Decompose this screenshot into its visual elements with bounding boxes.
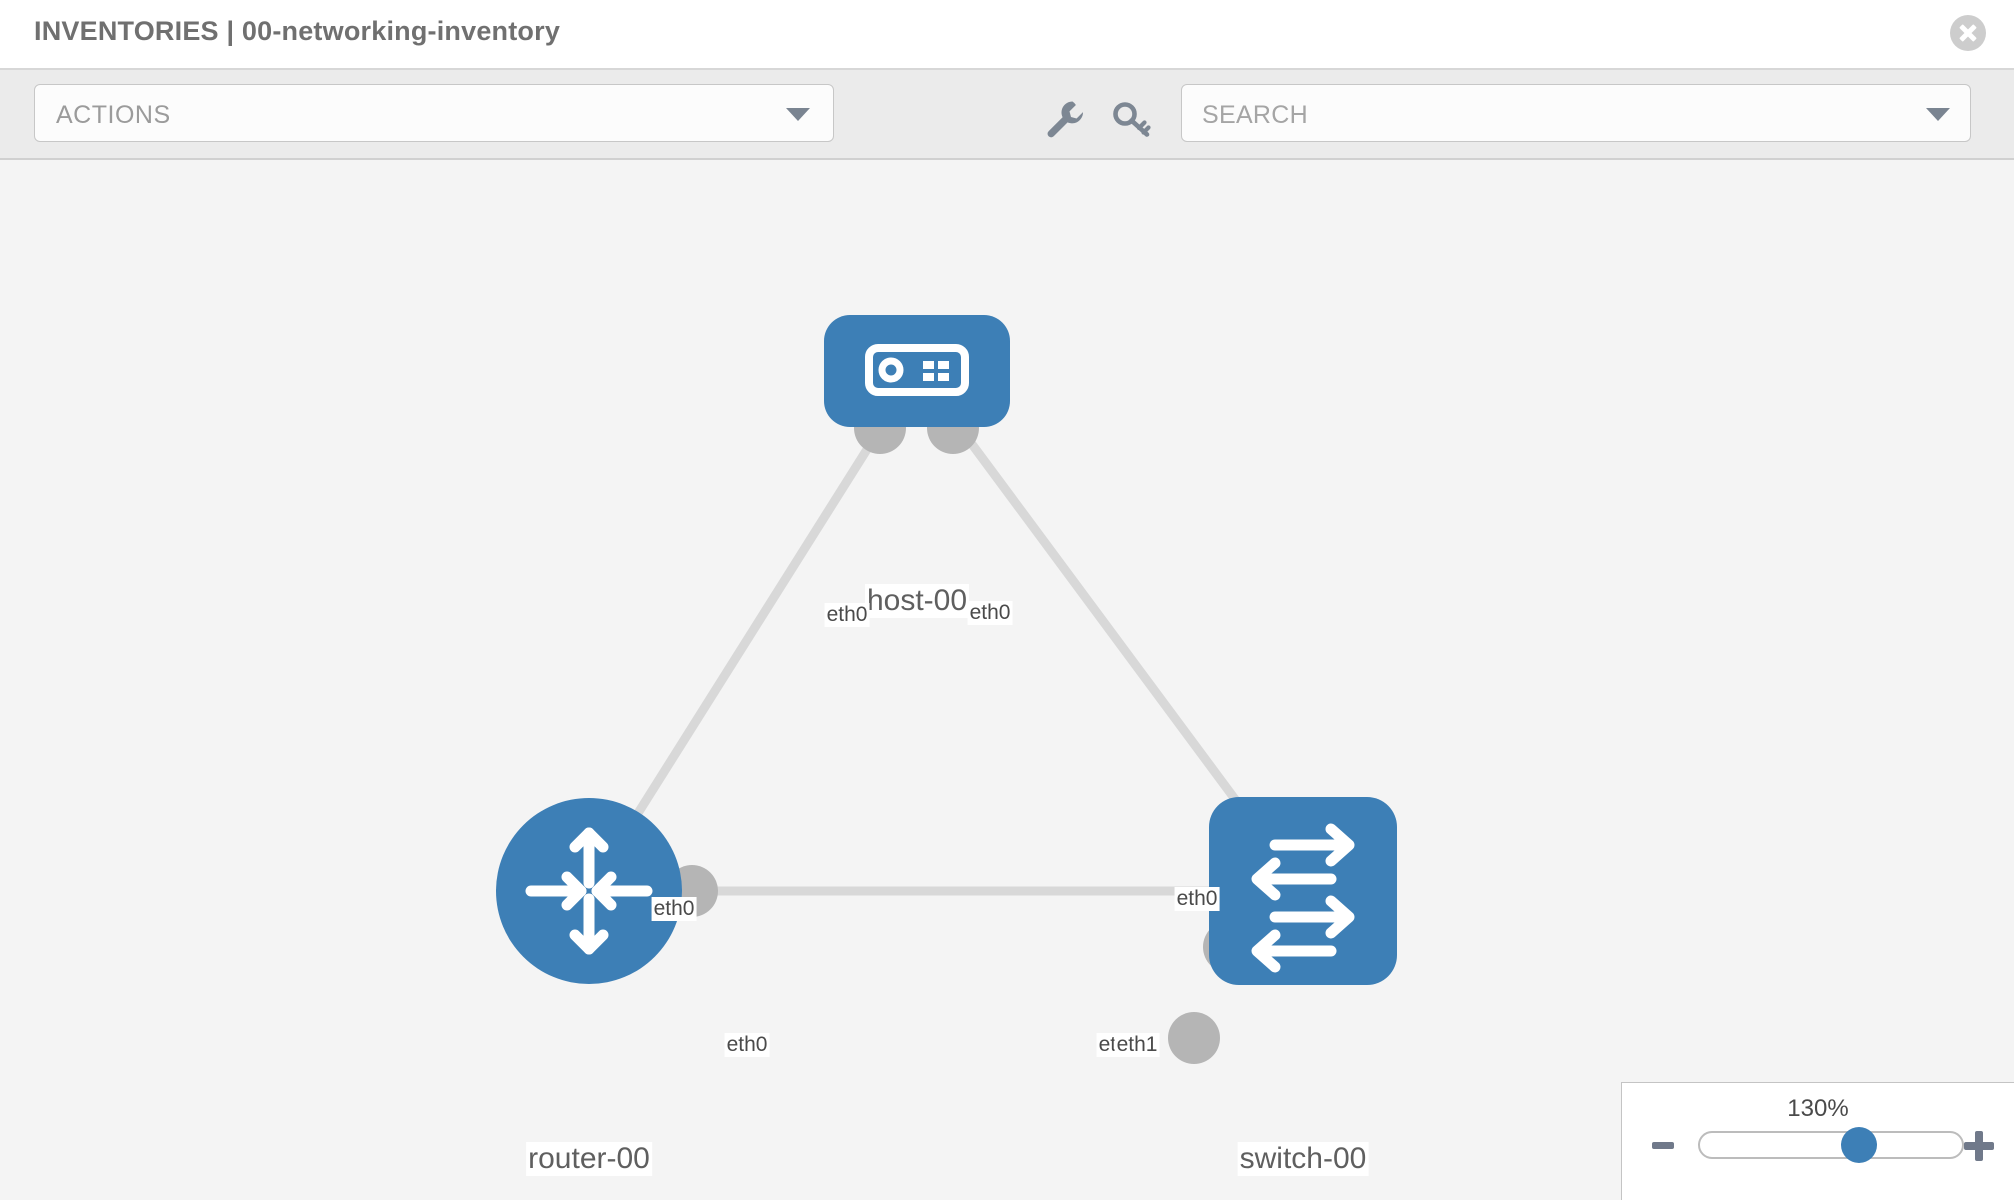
node-router-00[interactable]: [496, 798, 682, 984]
iface-label-link-host-router: eth0: [651, 897, 697, 921]
window-header: INVENTORIES | 00-networking-inventory: [0, 0, 2014, 70]
zoom-slider-track[interactable]: [1698, 1131, 1964, 1159]
actions-dropdown-label: ACTIONS: [56, 101, 171, 129]
node-switch-00[interactable]: [1209, 797, 1397, 985]
key-icon[interactable]: [1110, 96, 1154, 140]
search-input[interactable]: SEARCH: [1202, 101, 1308, 129]
link-host-router[interactable]: [585, 367, 921, 894]
zoom-slider-thumb[interactable]: [1840, 1127, 1877, 1163]
node-label-host-00: host-00: [864, 584, 970, 618]
zoom-control-panel: 130%: [1621, 1082, 2014, 1200]
search-field[interactable]: SEARCH: [1181, 84, 1971, 142]
interface-nub-layer: [666, 402, 1255, 1064]
iface-label-router-eth0: eth0: [724, 1033, 770, 1057]
topology-canvas[interactable]: host-00 router-00 switch-00 eth0 eth0 et…: [0, 160, 2014, 1200]
chevron-down-icon[interactable]: [1926, 108, 1950, 121]
node-host-00[interactable]: [824, 315, 1010, 427]
topology-graph: [496, 315, 1397, 1064]
node-label-switch-00: switch-00: [1237, 1142, 1369, 1176]
minus-icon[interactable]: [1652, 1142, 1674, 1149]
iface-label-host-eth0-left: eth0: [824, 603, 870, 627]
chevron-down-icon: [786, 108, 810, 121]
actions-dropdown[interactable]: ACTIONS: [34, 84, 834, 142]
switch-arrows-icon: [1251, 823, 1355, 973]
wrench-icon[interactable]: [1042, 96, 1086, 140]
iface-label-link-host-switch: eth0: [1174, 887, 1220, 911]
toolbar: ACTIONS SEARCH: [0, 70, 2014, 160]
zoom-level-value: 130%: [1787, 1095, 1849, 1122]
iface-label-switch-eth1: eth1: [1114, 1033, 1160, 1057]
server-icon: [865, 344, 969, 396]
node-label-router-00: router-00: [526, 1142, 652, 1176]
nub-switch-eth1[interactable]: [1168, 1012, 1220, 1064]
router-arrows-icon: [525, 827, 653, 955]
page-title: INVENTORIES | 00-networking-inventory: [34, 16, 561, 46]
close-icon[interactable]: [1950, 15, 1986, 51]
plus-icon[interactable]: [1964, 1131, 1994, 1161]
iface-label-host-eth0-right: eth0: [967, 601, 1013, 625]
